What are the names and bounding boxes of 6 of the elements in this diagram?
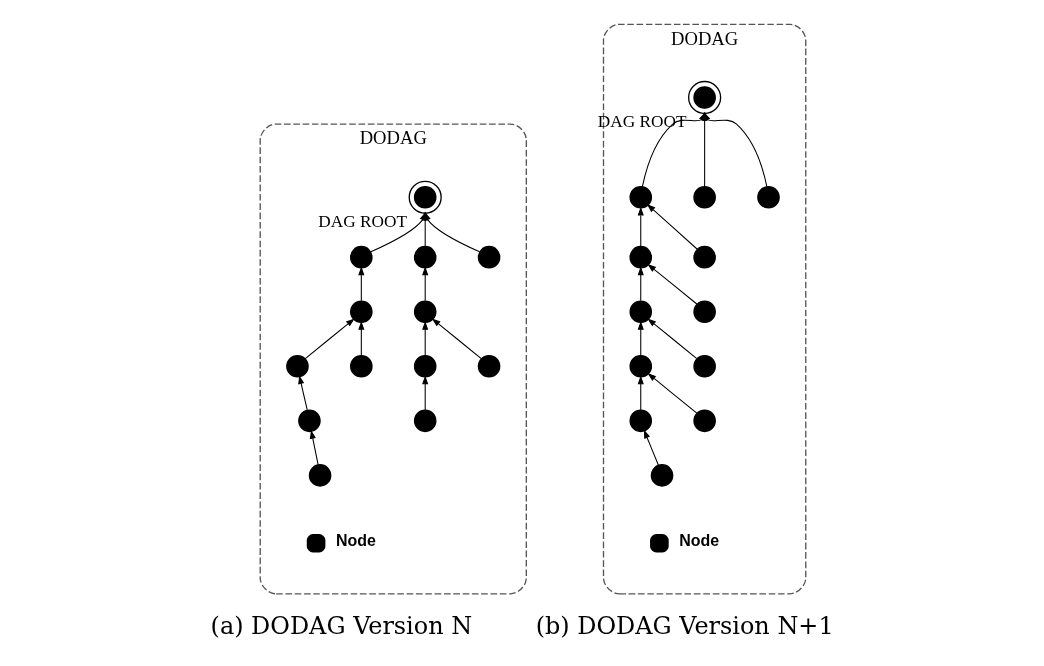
label: (b) DODAG Version N+1: [535, 612, 834, 641]
label: (a) DODAG Version N: [210, 612, 473, 641]
legend-label: Node: [336, 532, 376, 550]
node-label: DAG ROOT: [597, 112, 687, 132]
node-label: DAG ROOT: [318, 212, 408, 232]
legend-label: Node: [679, 532, 720, 550]
